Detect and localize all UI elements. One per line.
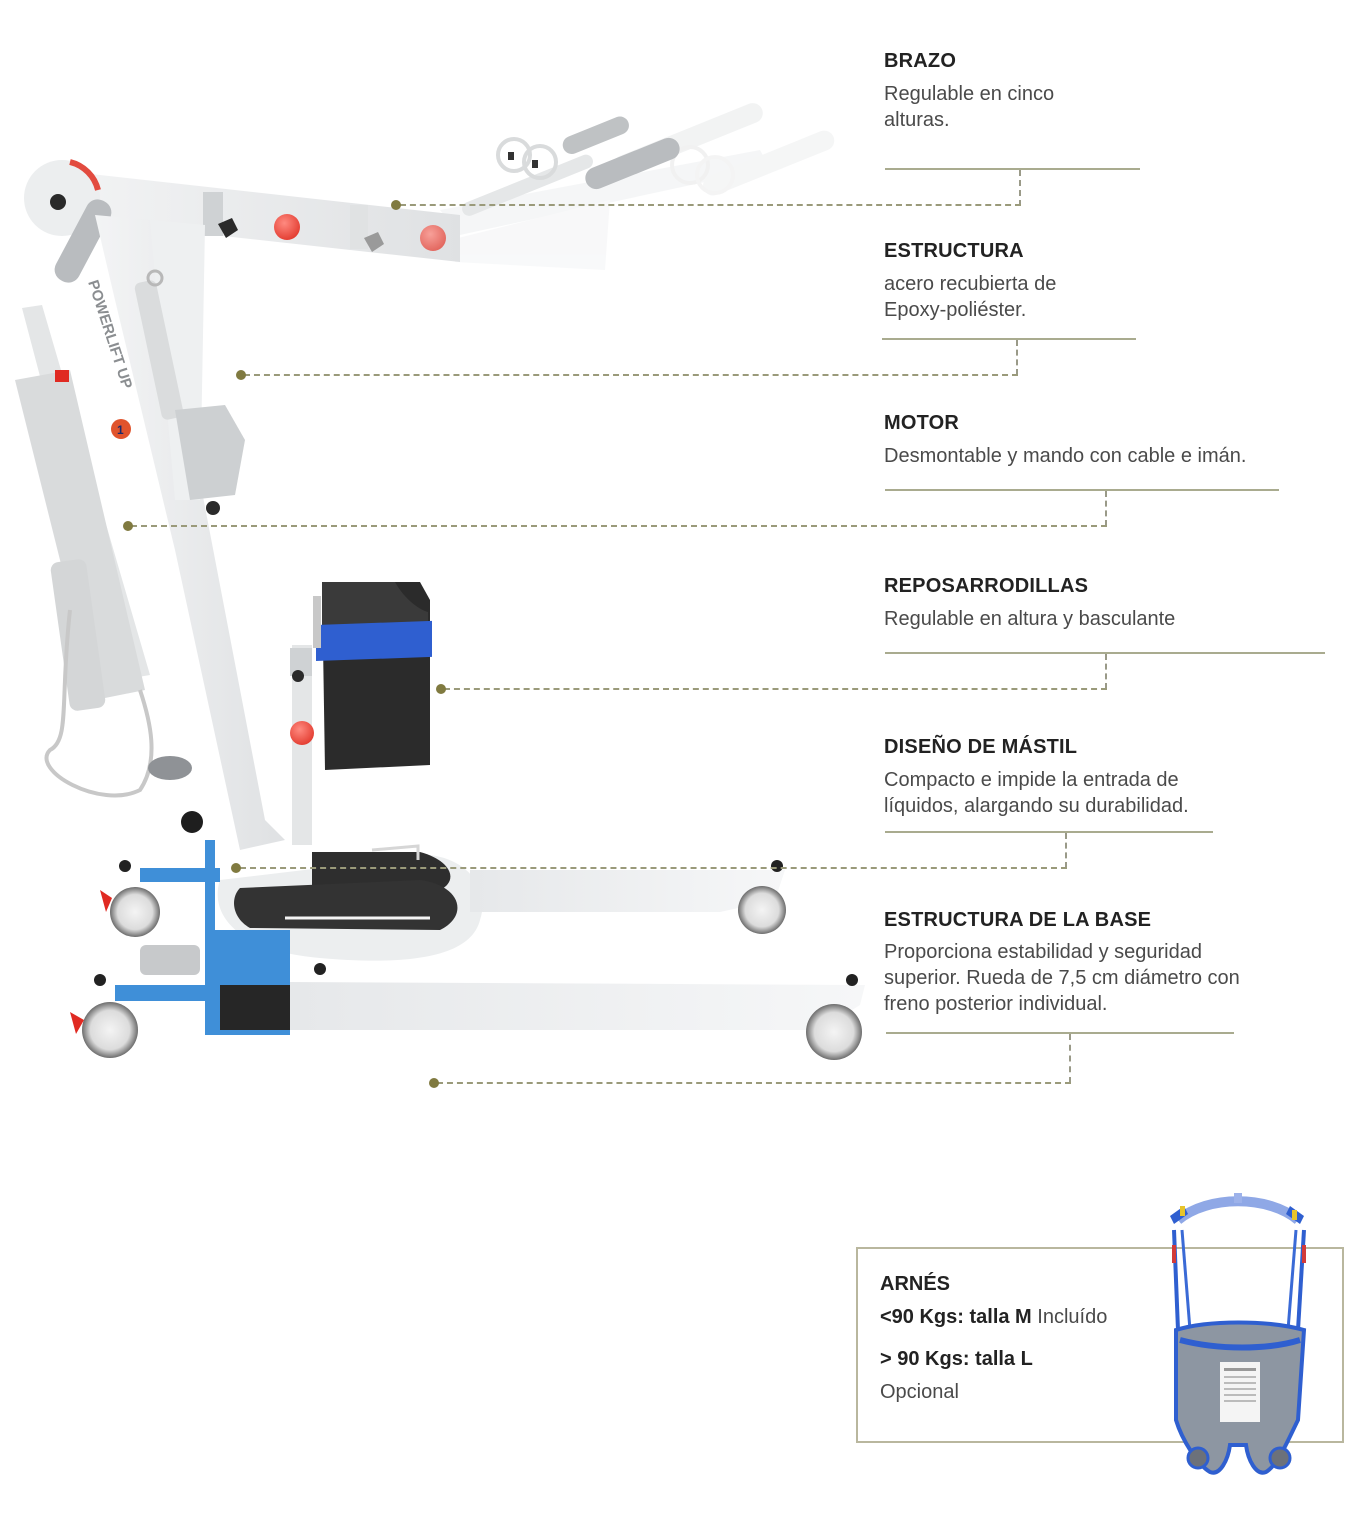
estructura-connector-vertical bbox=[1016, 340, 1018, 375]
motor-anchor-dot bbox=[123, 521, 133, 531]
feature-title-base: ESTRUCTURA DE LA BASE bbox=[884, 909, 1152, 931]
harness-size-m-note: Incluído bbox=[1037, 1306, 1108, 1328]
lift-arm bbox=[24, 159, 460, 283]
lift-base-blue bbox=[115, 840, 290, 1035]
desc-line: superior. Rueda de 7,5 cm diámetro con bbox=[884, 967, 1240, 989]
motor-connector-horizontal bbox=[131, 525, 1107, 527]
feature-title-brazo: BRAZO bbox=[884, 50, 957, 72]
desc-line: Regulable en cinco bbox=[884, 83, 1055, 105]
motor-underline bbox=[885, 489, 1279, 491]
harness-size-l-label: > 90 Kgs: talla L bbox=[880, 1348, 1033, 1370]
desc-line: Proporciona estabilidad y seguridad bbox=[884, 941, 1202, 963]
feature-desc-estructura: acero recubierta de Epoxy-poliéster. bbox=[884, 271, 1056, 323]
desc-line: freno posterior individual. bbox=[884, 993, 1108, 1015]
base-connector-vertical bbox=[1069, 1034, 1071, 1083]
reposarrodillas-connector-horizontal bbox=[444, 688, 1107, 690]
feature-title-reposarrodillas: REPOSARRODILLAS bbox=[884, 575, 1089, 597]
estructura-anchor-dot bbox=[236, 370, 246, 380]
harness-sling-illustration bbox=[1170, 1193, 1307, 1475]
feature-title-motor: MOTOR bbox=[884, 412, 960, 434]
reposarrodillas-connector-vertical bbox=[1105, 654, 1107, 689]
caster-wheels bbox=[70, 886, 862, 1060]
lift-legs bbox=[94, 860, 865, 1030]
arm-handles bbox=[462, 116, 680, 216]
control-unit bbox=[15, 305, 192, 798]
desc-line: Epoxy-poliéster. bbox=[884, 299, 1027, 321]
desc-line: acero recubierta de bbox=[884, 273, 1057, 295]
arm-ghost-positions bbox=[440, 103, 835, 270]
mastil-connector-vertical bbox=[1065, 833, 1067, 868]
mastil-underline bbox=[885, 831, 1213, 833]
patient-lift-illustration: POWERLIFT UP 1 bbox=[15, 103, 865, 1060]
desc-line: Compacto e impide la entrada de bbox=[884, 769, 1179, 791]
feature-title-estructura: ESTRUCTURA bbox=[884, 240, 1024, 262]
feature-title-mastil: DISEÑO DE MÁSTIL bbox=[884, 736, 1078, 758]
brazo-underline bbox=[885, 168, 1140, 170]
desc-line: Desmontable y mando con cable e imán. bbox=[884, 445, 1247, 467]
motor-connector-vertical bbox=[1105, 491, 1107, 526]
harness-optional-text: Opcional bbox=[880, 1381, 959, 1403]
harness-size-m: <90 Kgs: talla M Incluído bbox=[880, 1306, 1107, 1329]
harness-size-l: > 90 Kgs: talla L bbox=[880, 1348, 1033, 1371]
brazo-anchor-dot bbox=[391, 200, 401, 210]
desc-line: Regulable en altura y basculante bbox=[884, 608, 1176, 630]
desc-line: líquidos, alargando su durabilidad. bbox=[884, 795, 1189, 817]
harness-title: ARNÉS bbox=[880, 1273, 951, 1295]
base-connector-horizontal bbox=[437, 1082, 1071, 1084]
reposarrodillas-underline bbox=[885, 652, 1325, 654]
harness-size-l-note: Opcional bbox=[880, 1381, 959, 1404]
mast-badge: 1 bbox=[117, 423, 124, 437]
knee-support bbox=[290, 582, 432, 845]
estructura-connector-horizontal bbox=[244, 374, 1018, 376]
feature-desc-motor: Desmontable y mando con cable e imán. bbox=[884, 443, 1246, 469]
feature-desc-reposarrodillas: Regulable en altura y basculante bbox=[884, 606, 1175, 632]
mastil-anchor-dot bbox=[231, 863, 241, 873]
lift-mast: POWERLIFT UP 1 bbox=[84, 215, 285, 850]
feature-desc-mastil: Compacto e impide la entrada de líquidos… bbox=[884, 767, 1189, 819]
feature-desc-base: Proporciona estabilidad y seguridad supe… bbox=[884, 939, 1240, 1017]
brazo-connector-vertical bbox=[1019, 170, 1021, 206]
mastil-connector-horizontal bbox=[240, 867, 1067, 869]
base-anchor-dot bbox=[429, 1078, 439, 1088]
lift-actuator bbox=[134, 269, 245, 515]
mast-knob bbox=[181, 811, 203, 833]
reposarrodillas-anchor-dot bbox=[436, 684, 446, 694]
harness-size-m-label: <90 Kgs: talla M bbox=[880, 1306, 1032, 1328]
desc-line: alturas. bbox=[884, 109, 950, 131]
feature-desc-brazo: Regulable en cinco alturas. bbox=[884, 81, 1054, 133]
estructura-underline bbox=[882, 338, 1136, 340]
base-underline bbox=[886, 1032, 1234, 1034]
brazo-connector-horizontal bbox=[400, 204, 1021, 206]
